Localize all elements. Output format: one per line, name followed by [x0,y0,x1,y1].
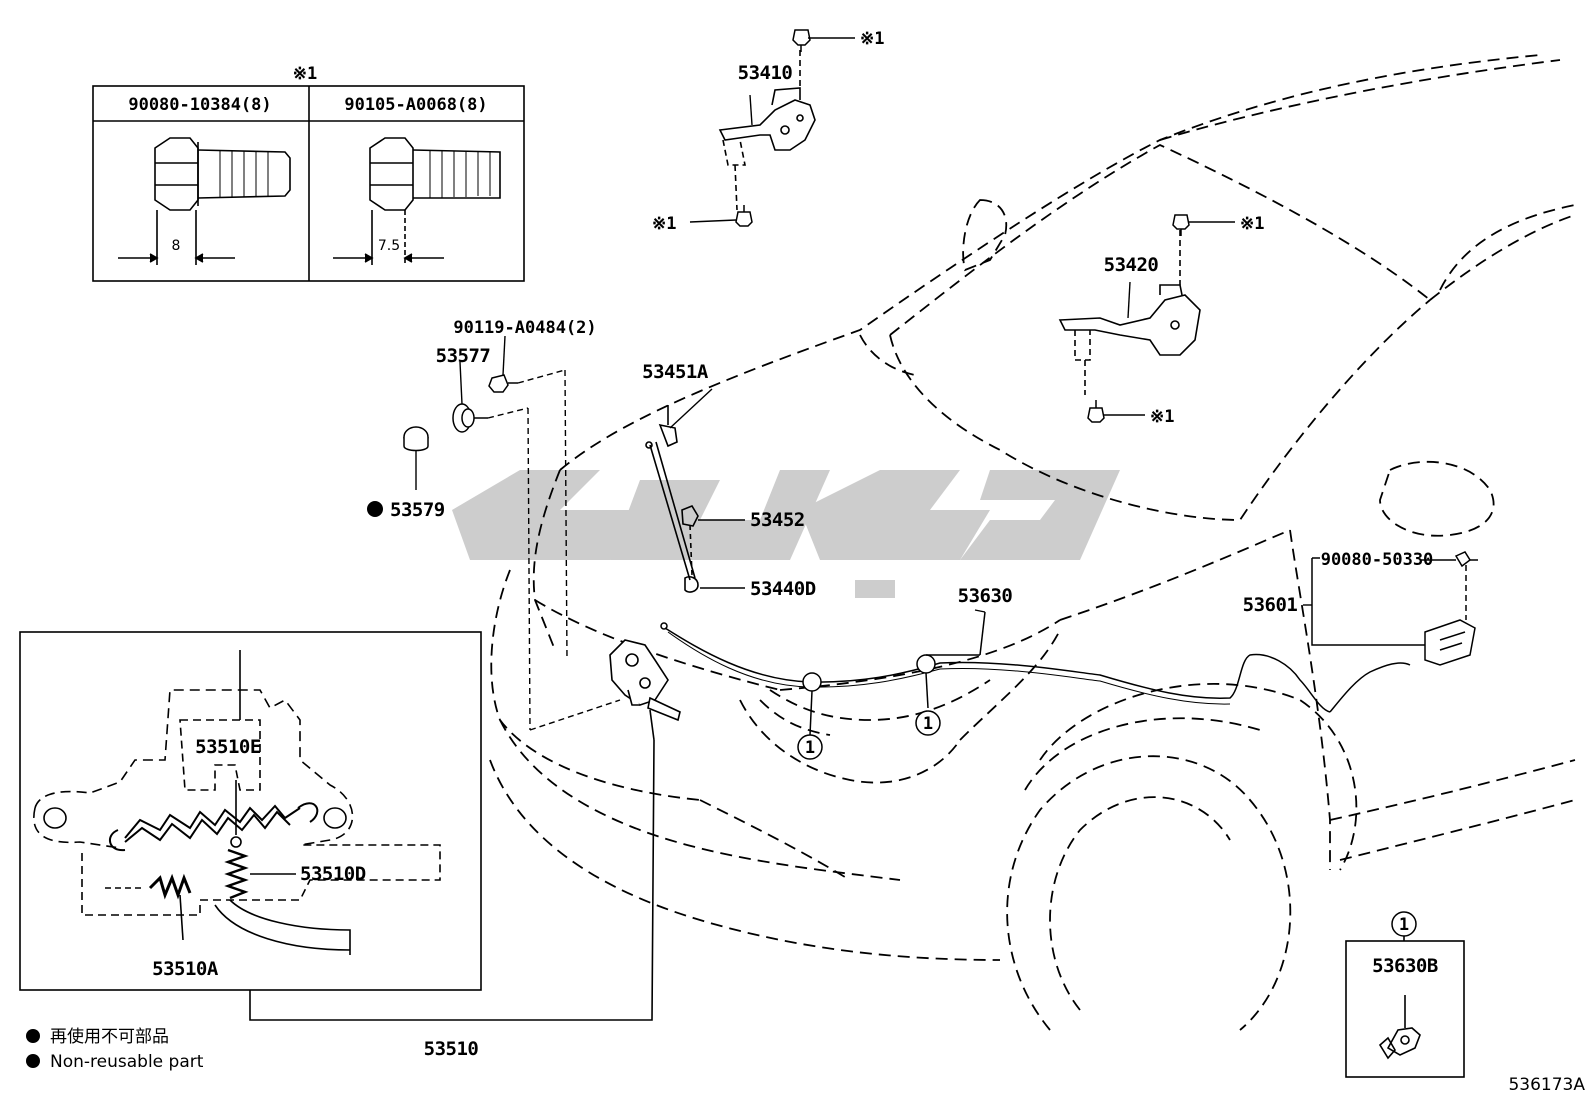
vehicle-outline [489,54,1576,1031]
legend-line-1: 再使用不可部品 [50,1026,169,1047]
callout-53510E: 53510E [195,736,261,758]
callout-53510D: 53510D [300,863,366,885]
ref-mark-1: ※1 [860,29,884,49]
callout-53452: 53452 [750,509,805,531]
ref-mark-4: ※1 [1150,407,1174,427]
circle-ref-b: 1 [923,714,933,734]
hood-support-rod [645,405,745,593]
release-cable [660,622,1411,713]
ref-mark-3: ※1 [1240,214,1264,234]
legend-line-2: Non-reusable part [50,1052,204,1072]
bolt-table [92,85,525,282]
legend-dot-2 [26,1054,40,1068]
bolt-table-col1-part: 90080-10384(8) [128,95,271,115]
watermark [452,470,1120,598]
bolt-icon [1172,214,1190,236]
callout-53440D: 53440D [750,578,816,600]
inset-53630B [1345,936,1465,1078]
cushion-icon [403,426,429,452]
release-lever [1311,557,1476,666]
callout-53510: 53510 [424,1038,479,1060]
callout-leaders [669,94,1456,613]
bolt-icon-1 [118,137,291,265]
bolt-table-col2-part: 90105-A0068(8) [344,95,487,115]
non-reusable-dot [367,501,383,517]
callout-90080: 90080-50330 [1321,550,1434,570]
circle-ref-c: 1 [1399,915,1409,935]
bolt-icon [792,29,811,52]
detail-inset [19,631,482,991]
bumper-icon [452,403,488,433]
hood-lock-assembly [609,639,681,722]
bolt-table-col2-dim: 7.5 [378,238,400,254]
clip-icon [1454,551,1478,568]
bracket-53510 [249,709,655,1021]
callout-53510A: 53510A [152,958,219,980]
callout-labels: 53410 53420 90119-A0484(2) 53577 53579 5… [152,62,1585,1095]
leader-lines [415,37,1235,731]
hood-hinge-left [718,50,816,211]
ref-marks: ※1 ※1 ※1 ※1 [652,29,1264,427]
legend: 再使用不可部品 Non-reusable part [26,1026,204,1072]
callout-53601: 53601 [1243,594,1298,616]
callout-53410: 53410 [738,62,793,84]
callout-53451A: 53451A [642,361,709,383]
callout-53630B: 53630B [1372,955,1438,977]
bolt-table-ref-mark: ※1 [293,64,317,84]
hood-hinge-right [1058,230,1201,395]
ref-mark-2: ※1 [652,214,676,234]
fasteners [403,29,1478,568]
circle-ref-marks [797,710,1417,937]
figure-id: 536173A [1508,1075,1585,1095]
cable-clamps [802,611,986,736]
bolt-icon [488,374,518,393]
circle-ref-a: 1 [805,738,815,758]
callout-53630: 53630 [958,585,1013,607]
callout-53577: 53577 [436,345,491,367]
bolt-icon [1087,400,1105,423]
bolt-icon-2 [333,137,501,265]
bolt-table-col1-dim: 8 [172,238,181,254]
callout-53579: 53579 [390,499,445,521]
legend-dot-1 [26,1029,40,1043]
callout-90119: 90119-A0484(2) [453,318,596,338]
callout-53420: 53420 [1104,254,1159,276]
bolt-icon [735,205,753,227]
